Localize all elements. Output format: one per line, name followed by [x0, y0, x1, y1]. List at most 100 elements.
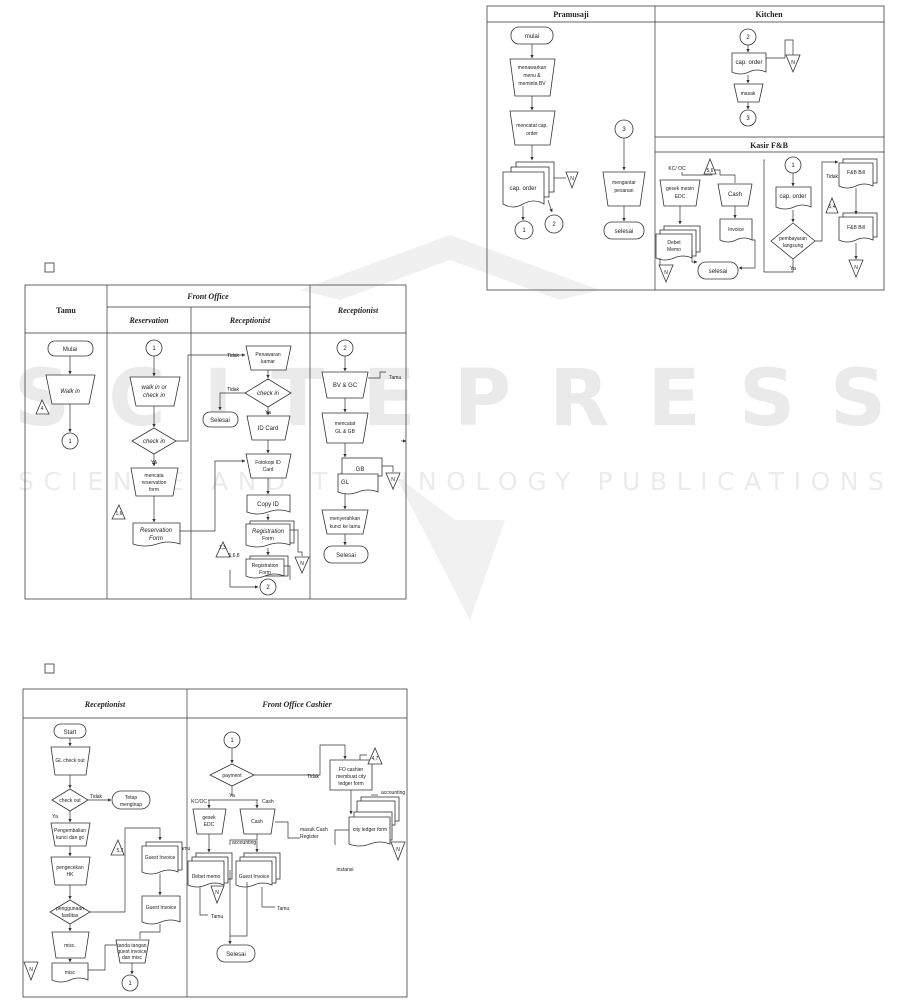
flowchart-fnb: Pramusaji Kitchen Kasir F&B mulai menawa…: [486, 5, 885, 291]
terminator-k-selesai: [697, 261, 739, 280]
svg-text:cap. order: cap. order: [779, 194, 806, 200]
svg-text:N: N: [570, 176, 574, 182]
svg-text:mencatat cap.: mencatat cap.: [516, 123, 547, 129]
svg-text:N: N: [664, 270, 668, 276]
svg-text:check in: check in: [257, 391, 280, 397]
document-kb-cap-order: [775, 186, 812, 210]
svg-text:accounting: accounting: [232, 840, 256, 846]
svg-text:Tidak: Tidak: [227, 353, 240, 359]
svg-text:Card: Card: [263, 467, 274, 473]
checkbox-bot[interactable]: [44, 663, 55, 674]
file-n-gl: [385, 472, 401, 490]
svg-text:5,6: 5,6: [707, 168, 714, 174]
file-56: [703, 157, 717, 175]
svg-text:EDC: EDC: [204, 822, 215, 828]
manual-op-mencatat: [509, 110, 556, 146]
lane-kitchen: Kitchen: [755, 10, 783, 19]
svg-text:check in: check in: [143, 393, 166, 399]
manual-op-tanda-tangan: [115, 939, 150, 964]
document-registration-form: [245, 523, 291, 548]
file-54: [825, 196, 839, 214]
watermark: SCITEPRESS SCIENCE AND TECHNOLOGY PUBLIC…: [14, 235, 886, 620]
svg-text:Cash: Cash: [262, 799, 274, 805]
checkbox-mid[interactable]: [44, 262, 55, 273]
manual-op-penawaran: [245, 345, 292, 371]
svg-text:5,4: 5,4: [829, 204, 836, 210]
connector-mid-1: [61, 432, 79, 450]
manual-op-pengembalian: [50, 822, 91, 847]
svg-text:meminta BV: meminta BV: [518, 81, 546, 87]
document-gl: [337, 473, 379, 495]
svg-text:mulai: mulai: [525, 34, 539, 40]
svg-text:GL & GB: GL & GB: [335, 429, 355, 435]
file-47: [367, 747, 383, 765]
svg-text:1: 1: [128, 981, 132, 987]
file-57: [110, 838, 125, 856]
svg-text:ID Card: ID Card: [258, 426, 279, 432]
svg-text:N: N: [29, 967, 33, 973]
svg-text:city ledger form: city ledger form: [353, 827, 387, 833]
svg-text:Memo: Memo: [667, 247, 681, 253]
lane-front-office: Front Office: [186, 292, 229, 301]
lane-fo-cashier: Front Office Cashier: [261, 700, 332, 709]
svg-text:F&B Bill: F&B Bill: [847, 225, 865, 231]
svg-text:N: N: [215, 890, 219, 896]
svg-text:pembayaran: pembayaran: [779, 236, 807, 242]
file-16: [111, 504, 126, 520]
connector-bot-1: [121, 974, 139, 992]
terminator-tetap: [111, 790, 151, 810]
svg-text:HK: HK: [67, 872, 75, 878]
manual-op-walkin-or-checkin: [129, 376, 181, 407]
svg-text:Ya: Ya: [52, 814, 58, 820]
manual-op-bv-gc: [321, 371, 369, 399]
document-invoice: [719, 218, 753, 243]
svg-text:Guest Invoice: Guest Invoice: [145, 855, 176, 861]
svg-text:KC/ OC: KC/ OC: [668, 166, 686, 172]
manual-op-menawarkan: [509, 58, 556, 97]
svg-text:N: N: [854, 265, 858, 271]
svg-text:Cash: Cash: [251, 819, 263, 825]
svg-text:langsung: langsung: [783, 243, 804, 249]
manual-op-menyerahkan: [321, 509, 369, 535]
manual-op-cash: [717, 183, 753, 207]
svg-text:check in: check in: [143, 439, 166, 445]
connector-2: [544, 214, 564, 234]
document-guest-invoice: [141, 845, 179, 875]
svg-text:Selesai: Selesai: [226, 952, 246, 958]
file-n-cl: [390, 841, 406, 862]
terminator-mulai-mid: [47, 340, 94, 357]
svg-text:Ya: Ya: [790, 266, 796, 272]
svg-text:N: N: [791, 60, 795, 66]
svg-text:gesek: gesek: [202, 815, 216, 821]
svg-text:1,3,: 1,3,: [219, 545, 227, 551]
svg-text:Form: Form: [149, 536, 163, 542]
file-1356: [215, 541, 231, 558]
svg-text:KC/OC: KC/OC: [191, 799, 207, 805]
svg-text:fasilitas: fasilitas: [62, 913, 79, 919]
svg-text:kunci ke tamu: kunci ke tamu: [330, 524, 361, 530]
document-city-ledger: [348, 816, 391, 847]
svg-text:Penawaran: Penawaran: [255, 352, 281, 358]
svg-text:mencata: mencata: [144, 473, 163, 479]
svg-text:GL: GL: [341, 480, 350, 486]
svg-text:Debet: Debet: [667, 240, 681, 246]
manual-op-gesek: [659, 179, 701, 207]
svg-text:walk in or: walk in or: [141, 385, 167, 391]
svg-text:guest invoice: guest invoice: [117, 949, 146, 955]
svg-text:menginap: menginap: [120, 802, 142, 808]
svg-text:check out: check out: [59, 798, 81, 804]
svg-text:N: N: [396, 847, 400, 853]
file-kn-left: [658, 264, 674, 284]
svg-text:Registration: Registration: [252, 563, 279, 569]
svg-text:BV & GC: BV & GC: [333, 383, 358, 389]
file-kn: [785, 54, 801, 74]
svg-text:cap. order: cap. order: [735, 60, 762, 66]
svg-text:Registration: Registration: [252, 529, 285, 535]
terminator-selesai: [603, 221, 645, 240]
svg-text:Debet memo: Debet memo: [192, 874, 221, 880]
svg-text:Ya: Ya: [229, 793, 235, 799]
lane-tamu: Tamu: [56, 306, 76, 315]
svg-text:penggunaan: penggunaan: [56, 906, 84, 912]
svg-text:reservation: reservation: [142, 480, 167, 486]
